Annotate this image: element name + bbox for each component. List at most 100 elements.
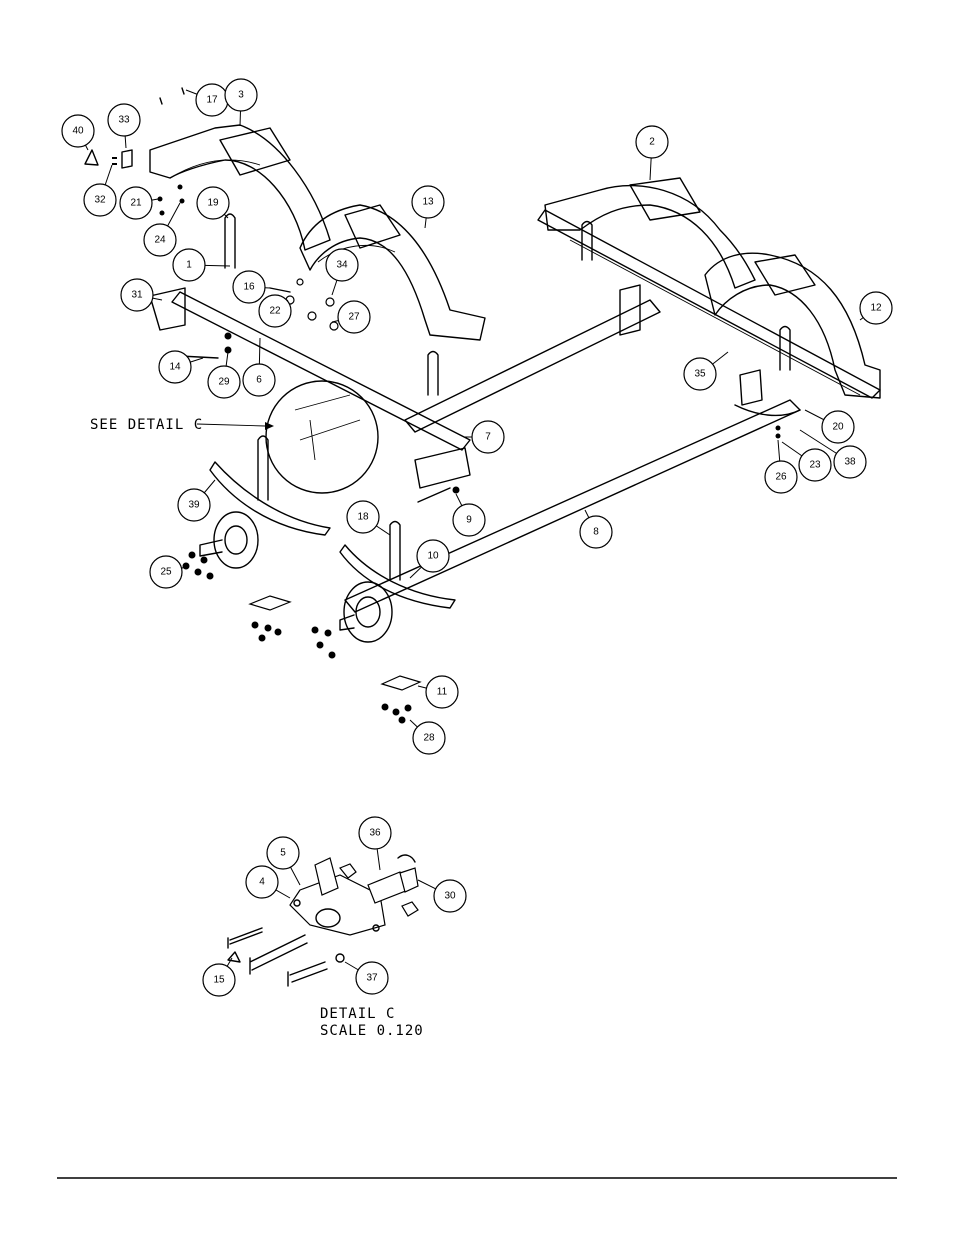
balloon-number: 21 <box>130 198 142 209</box>
balloon-29: 29 <box>207 351 241 399</box>
balloon-circle <box>224 78 258 112</box>
balloon-number: 12 <box>870 303 882 314</box>
balloon-number: 20 <box>832 422 844 433</box>
balloon-number: 11 <box>437 687 448 698</box>
balloon-1: 1 <box>172 248 231 282</box>
balloon-circle <box>764 460 798 494</box>
leaf-springs <box>209 404 801 609</box>
balloon-number: 4 <box>259 877 265 888</box>
balloon-19: 19 <box>196 186 230 220</box>
wheel-hubs <box>199 511 393 643</box>
fasteners <box>157 184 781 724</box>
balloon-number: 27 <box>348 312 360 323</box>
balloon-number: 7 <box>485 432 491 443</box>
balloon-34: 34 <box>325 248 359 296</box>
balloon-22: 22 <box>258 294 292 328</box>
frame-rails <box>171 209 881 613</box>
balloon-12: 12 <box>859 291 893 325</box>
balloon-28: 28 <box>409 719 446 755</box>
balloon-circle <box>242 363 276 397</box>
balloon-circle <box>579 515 613 549</box>
detail-caption-scale: SCALE 0.120 <box>320 1023 424 1039</box>
balloon-circle <box>346 500 380 534</box>
balloon-circle <box>172 248 206 282</box>
balloon-number: 2 <box>649 137 655 148</box>
balloon-circle <box>120 278 154 312</box>
balloon-30: 30 <box>417 879 467 913</box>
balloon-circle <box>61 114 95 148</box>
detail-caption-title: DETAIL C <box>320 1006 395 1022</box>
balloon-circle <box>416 539 450 573</box>
balloon-20: 20 <box>804 409 855 444</box>
balloon-10: 10 <box>409 539 450 579</box>
front-fender-assembly <box>149 124 486 341</box>
balloon-3: 3 <box>224 78 258 127</box>
balloon-circle <box>83 183 117 217</box>
balloon-number: 5 <box>280 848 286 859</box>
balloon-circle <box>245 865 279 899</box>
clip-parts <box>84 87 185 169</box>
balloon-circle <box>266 836 300 870</box>
balloon-circle <box>207 365 241 399</box>
balloon-number: 23 <box>809 460 821 471</box>
balloon-23: 23 <box>781 441 832 482</box>
balloon-7: 7 <box>464 420 505 454</box>
balloon-32: 32 <box>83 164 117 217</box>
balloon-24: 24 <box>143 202 181 257</box>
balloon-number: 3 <box>238 90 244 101</box>
balloon-number: 24 <box>154 235 166 246</box>
balloon-circle <box>683 357 717 391</box>
balloon-circle <box>149 555 183 589</box>
balloon-number: 8 <box>593 527 599 538</box>
balloon-number: 16 <box>243 282 255 293</box>
balloon-circle <box>821 410 855 444</box>
balloon-number: 30 <box>444 891 456 902</box>
balloon-number: 9 <box>466 515 472 526</box>
balloon-2: 2 <box>635 125 669 181</box>
balloon-16: 16 <box>232 270 271 304</box>
balloon-circle <box>119 186 153 220</box>
balloon-circle <box>471 420 505 454</box>
balloon-15: 15 <box>202 957 236 997</box>
balloon-number: 25 <box>160 567 172 578</box>
balloon-circle <box>358 816 392 850</box>
balloon-number: 15 <box>213 975 225 986</box>
balloon-37: 37 <box>344 961 389 995</box>
balloon-8: 8 <box>579 509 613 549</box>
balloon-circle <box>107 103 141 137</box>
balloon-13: 13 <box>411 185 445 229</box>
balloon-number: 18 <box>357 512 369 523</box>
balloon-25: 25 <box>149 555 187 589</box>
balloon-circle <box>337 300 371 334</box>
balloon-number: 22 <box>269 306 281 317</box>
balloon-35: 35 <box>683 351 729 391</box>
balloon-number: 40 <box>72 126 84 137</box>
balloon-circle <box>158 350 192 384</box>
balloon-number: 26 <box>775 472 787 483</box>
balloon-circle <box>833 445 867 479</box>
balloon-number: 17 <box>206 95 218 106</box>
balloon-number: 33 <box>118 115 130 126</box>
hanger-brackets <box>149 284 763 489</box>
detail-c-circle <box>265 380 379 494</box>
balloon-36: 36 <box>358 816 392 871</box>
balloon-circle <box>798 448 832 482</box>
balloon-number: 29 <box>218 377 230 388</box>
balloon-circle <box>202 963 236 997</box>
balloon-33: 33 <box>107 103 141 149</box>
balloon-circle <box>859 291 893 325</box>
balloon-40: 40 <box>61 114 95 151</box>
balloon-4: 4 <box>245 865 291 899</box>
balloon-number: 14 <box>169 362 181 373</box>
balloon-14: 14 <box>158 350 204 384</box>
balloon-number: 10 <box>427 551 439 562</box>
balloon-number: 39 <box>188 500 200 511</box>
balloon-number: 32 <box>94 195 106 206</box>
balloon-6: 6 <box>242 337 276 397</box>
balloon-5: 5 <box>266 836 301 886</box>
balloon-circle <box>452 503 486 537</box>
see-detail-leader <box>196 423 266 427</box>
balloon-circle <box>325 248 359 282</box>
